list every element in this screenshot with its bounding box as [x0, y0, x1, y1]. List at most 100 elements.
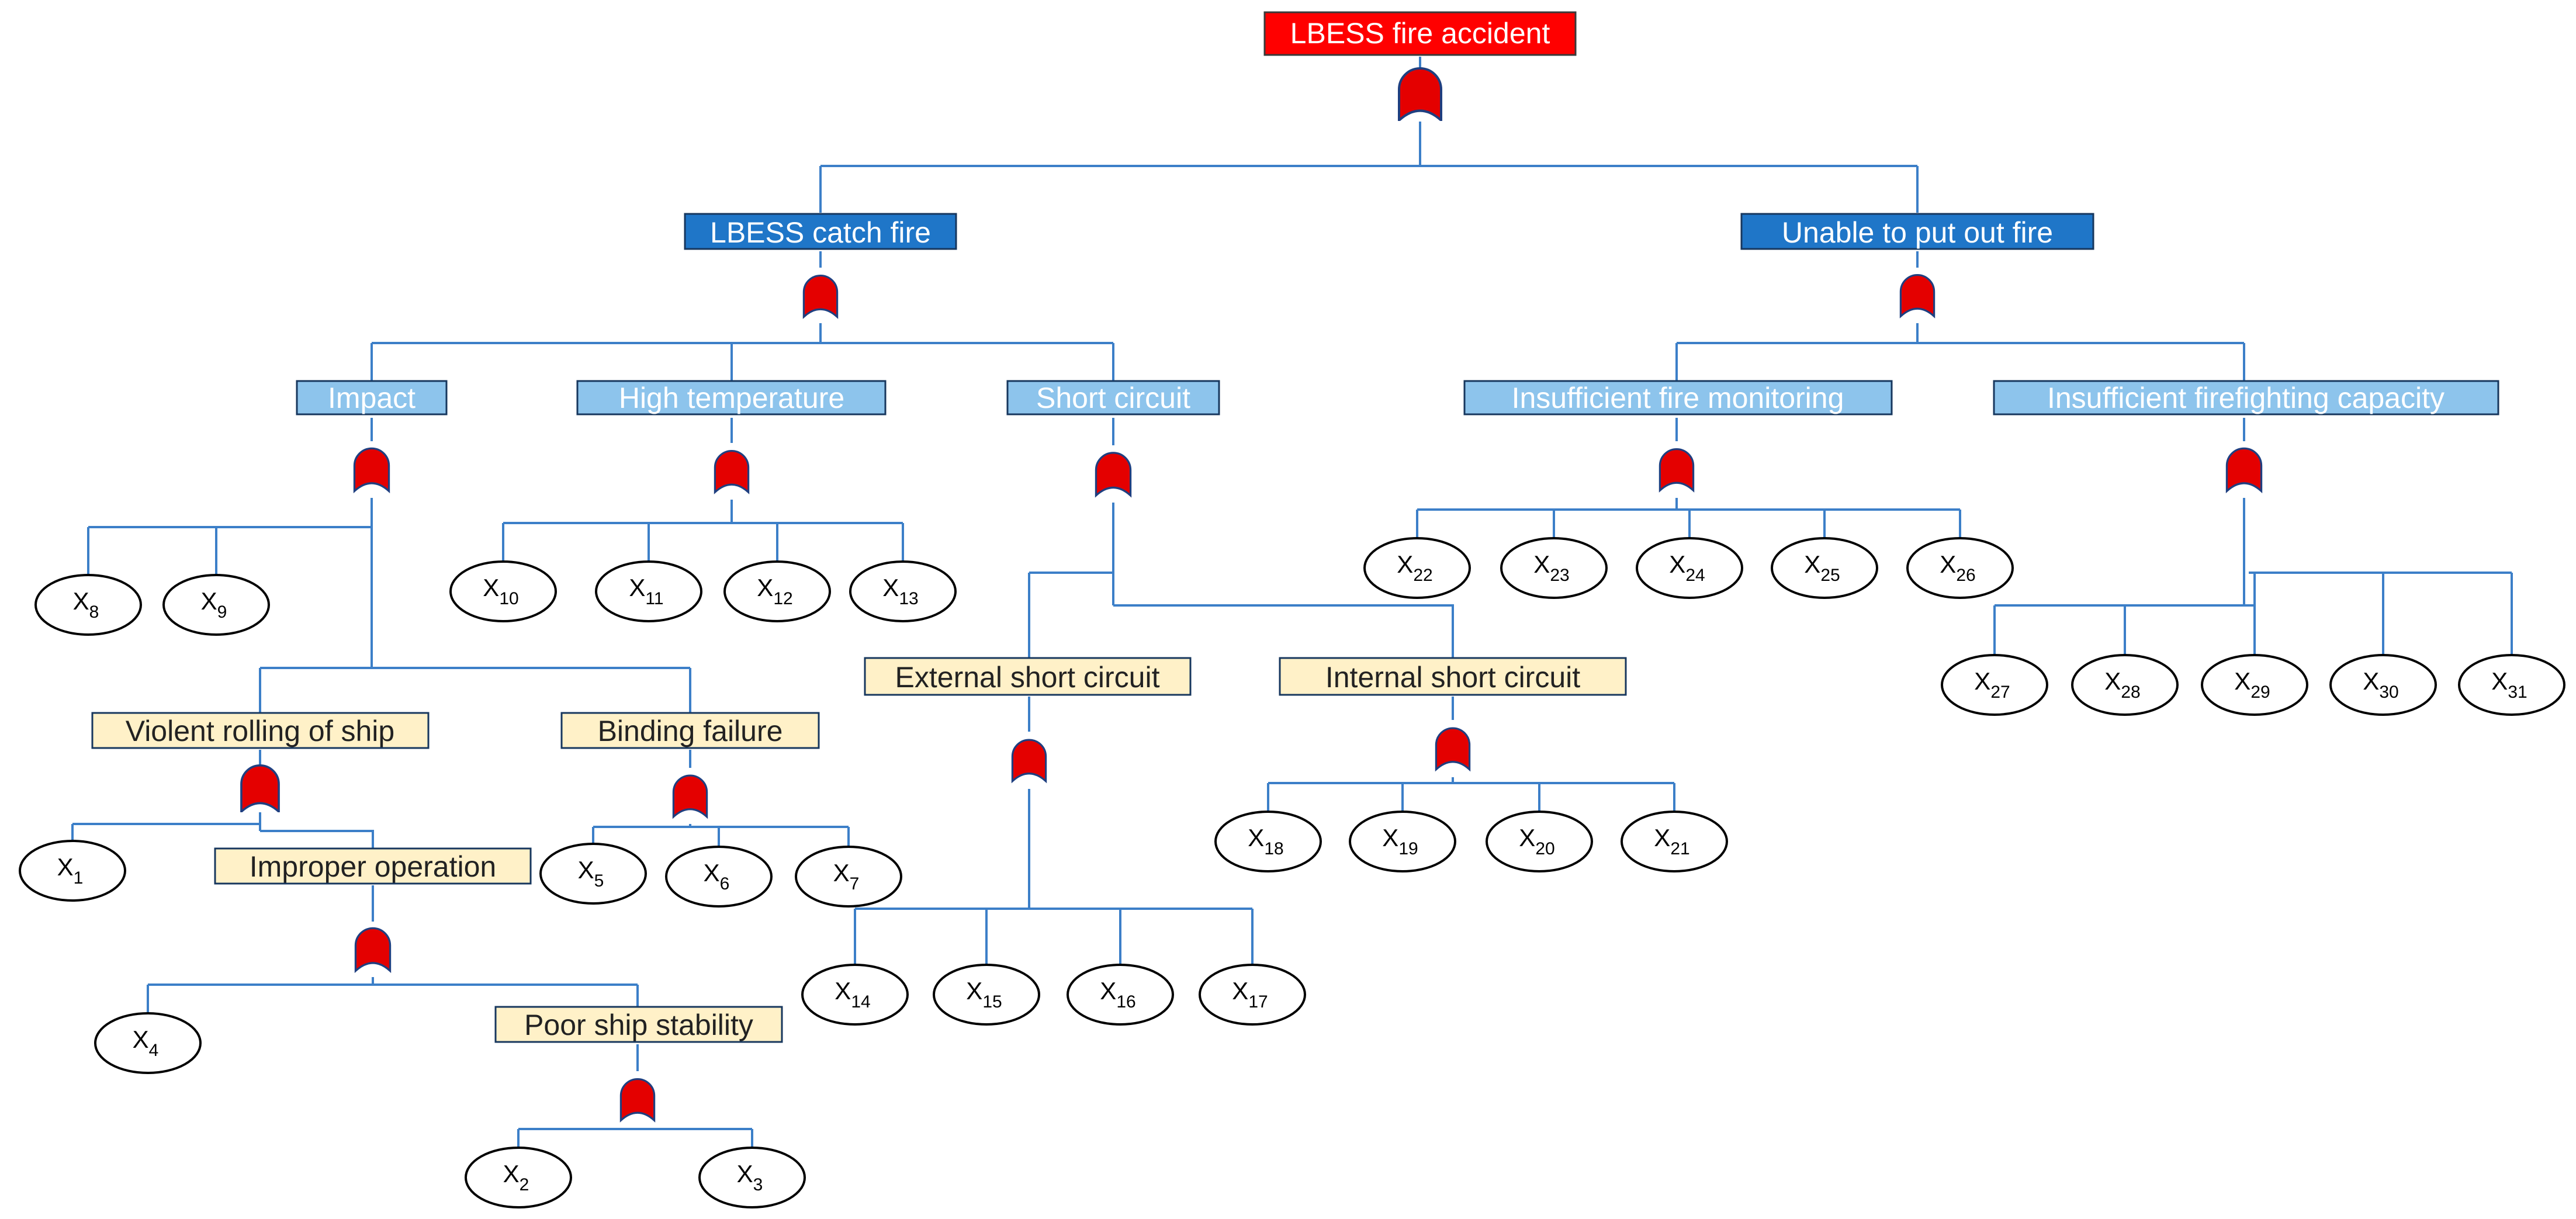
basic-event-x5: X5 — [539, 843, 647, 905]
basic-event-x8: X8 — [34, 574, 142, 636]
basic-event-ellipse — [465, 1147, 572, 1208]
event-internal-short-circuit: Internal short circuit — [1279, 657, 1627, 696]
basic-event-label: X26 — [1940, 550, 1975, 585]
basic-event-label: X27 — [1974, 667, 2010, 702]
event-label: Insufficient firefighting capacity — [2047, 382, 2445, 414]
basic-event-ellipse — [539, 843, 647, 905]
basic-event-label: X10 — [483, 574, 518, 608]
basic-event-label: X7 — [833, 859, 860, 894]
basic-event-ellipse — [1363, 537, 1471, 599]
basic-event-label: X3 — [737, 1160, 763, 1194]
event-label: Improper operation — [250, 850, 496, 883]
basic-event-ellipse — [595, 560, 702, 622]
basic-event-x4: X4 — [94, 1012, 202, 1074]
gate-fire-monitoring — [1660, 449, 1693, 491]
event-label: External short circuit — [895, 661, 1160, 694]
basic-event-ellipse — [1199, 964, 1306, 1026]
basic-event-ellipse — [849, 560, 957, 622]
basic-event-label: X30 — [2363, 667, 2398, 702]
gate-firefighting — [2227, 448, 2261, 491]
event-label: Violent rolling of ship — [126, 715, 394, 747]
basic-event-ellipse — [2201, 654, 2308, 716]
basic-event-x2: X2 — [465, 1147, 572, 1208]
event-label: High temperature — [619, 382, 844, 414]
event-impact: Impact — [296, 380, 448, 415]
basic-event-label: X19 — [1382, 824, 1418, 858]
basic-event-x10: X10 — [449, 560, 557, 622]
gate-high-temp — [715, 451, 748, 493]
event-label: LBESS catch fire — [710, 216, 931, 249]
basic-event-ellipse — [162, 574, 270, 636]
basic-event-ellipse — [698, 1147, 806, 1208]
event-catch-fire: LBESS catch fire — [684, 213, 957, 250]
basic-event-ellipse — [1067, 964, 1174, 1026]
basic-event-x26: X26 — [1906, 537, 2014, 599]
basic-event-x15: X15 — [933, 964, 1040, 1026]
basic-event-label: X4 — [133, 1026, 159, 1060]
basic-event-ellipse — [34, 574, 142, 636]
gate-short-circuit — [1096, 453, 1130, 496]
basic-event-ellipse — [1636, 537, 1743, 599]
basic-event-ellipse — [94, 1012, 202, 1074]
basic-event-x22: X22 — [1363, 537, 1471, 599]
basic-event-x3: X3 — [698, 1147, 806, 1208]
event-violent-rolling: Violent rolling of ship — [91, 712, 430, 749]
basic-event-x27: X27 — [1941, 654, 2048, 716]
basic-event-x13: X13 — [849, 560, 957, 622]
basic-event-ellipse — [1621, 811, 1728, 872]
basic-event-x29: X29 — [2201, 654, 2308, 716]
basic-event-x21: X21 — [1621, 811, 1728, 872]
basic-event-ellipse — [1349, 811, 1456, 872]
gate-top — [1398, 67, 1442, 121]
event-external-short-circuit: External short circuit — [864, 657, 1192, 696]
gate-violent-rolling — [240, 764, 280, 812]
basic-event-x16: X16 — [1067, 964, 1174, 1026]
basic-event-label: X29 — [2234, 667, 2270, 702]
basic-event-x7: X7 — [795, 846, 902, 908]
basic-event-x30: X30 — [2329, 654, 2437, 716]
gate-unable — [1900, 275, 1934, 317]
basic-event-label: X17 — [1232, 977, 1268, 1012]
basic-event-ellipse — [1906, 537, 2014, 599]
basic-event-label: X13 — [882, 574, 918, 608]
basic-event-label: X1 — [57, 853, 84, 888]
gate-binding-failure — [673, 775, 707, 817]
gate-catch-fire — [804, 276, 837, 317]
event-binding-failure: Binding failure — [560, 712, 820, 749]
basic-event-label: X25 — [1804, 550, 1840, 585]
event-label: Impact — [328, 382, 416, 414]
basic-event-x25: X25 — [1771, 537, 1878, 599]
basic-event-x19: X19 — [1349, 811, 1456, 872]
basic-event-x12: X12 — [723, 560, 831, 622]
basic-event-x6: X6 — [665, 846, 773, 908]
basic-event-label: X9 — [201, 587, 227, 622]
basic-event-ellipse — [1941, 654, 2048, 716]
basic-event-x20: X20 — [1486, 811, 1593, 872]
event-label: Unable to put out fire — [1782, 216, 2053, 249]
basic-event-x17: X17 — [1199, 964, 1306, 1026]
basic-event-label: X18 — [1248, 824, 1283, 858]
basic-event-label: X31 — [2491, 667, 2527, 702]
basic-event-label: X21 — [1654, 824, 1689, 858]
basic-event-ellipse — [19, 840, 126, 902]
basic-event-label: X22 — [1397, 550, 1432, 585]
basic-event-label: X14 — [835, 977, 870, 1012]
basic-event-label: X28 — [2104, 667, 2140, 702]
basic-event-ellipse — [1214, 811, 1322, 872]
basic-event-ellipse — [2458, 654, 2565, 716]
basic-event-x28: X28 — [2071, 654, 2179, 716]
basic-event-x1: X1 — [19, 840, 126, 902]
basic-event-x11: X11 — [595, 560, 702, 622]
basic-event-ellipse — [1486, 811, 1593, 872]
gate-poor-stability — [621, 1079, 654, 1121]
basic-event-ellipse — [665, 846, 773, 908]
basic-event-ellipse — [933, 964, 1040, 1026]
gate-external-sc — [1012, 740, 1045, 781]
basic-event-ellipse — [1500, 537, 1608, 599]
event-label: Binding failure — [598, 715, 783, 747]
event-firefighting-capacity: Insufficient firefighting capacity — [1993, 380, 2499, 415]
basic-event-x18: X18 — [1214, 811, 1322, 872]
basic-event-x23: X23 — [1500, 537, 1608, 599]
